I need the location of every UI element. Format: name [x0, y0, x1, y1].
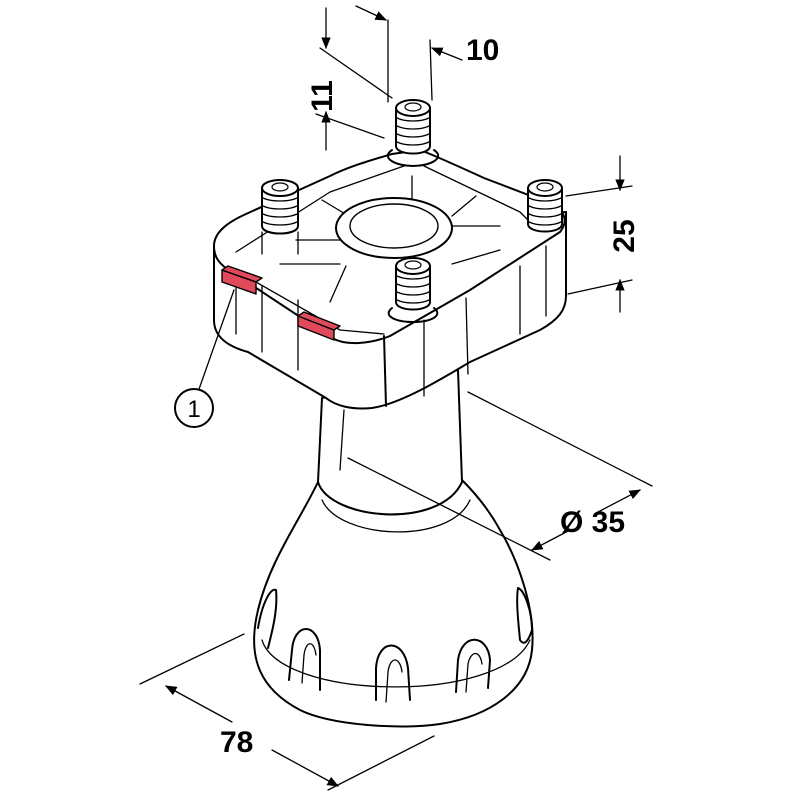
clip-marker-left	[221, 265, 263, 295]
dim-11-label: 11	[306, 80, 339, 112]
dim-35-label: Ø 35	[560, 506, 625, 539]
foot-dome	[253, 479, 534, 728]
dim-25-label: 25	[608, 219, 641, 252]
foot-openings	[257, 587, 533, 703]
center-ring	[335, 197, 453, 259]
dim-column-diameter: Ø 35	[347, 391, 653, 561]
dim-stud-diameter: 10	[355, 5, 499, 103]
clip-marker-right	[297, 311, 341, 341]
dim-10-label: 10	[466, 34, 499, 67]
callout-1: 1	[174, 289, 235, 428]
stud-rear	[386, 99, 440, 167]
callout-1-label: 1	[187, 396, 200, 423]
dim-plate-height: 25	[565, 155, 641, 313]
stud-front	[387, 257, 439, 323]
dim-stud-height: 11	[306, 7, 393, 151]
dim-foot-diameter: 78	[139, 633, 435, 791]
stud-right	[527, 179, 563, 233]
dim-78-label: 78	[220, 726, 253, 759]
stud-left	[261, 179, 299, 255]
